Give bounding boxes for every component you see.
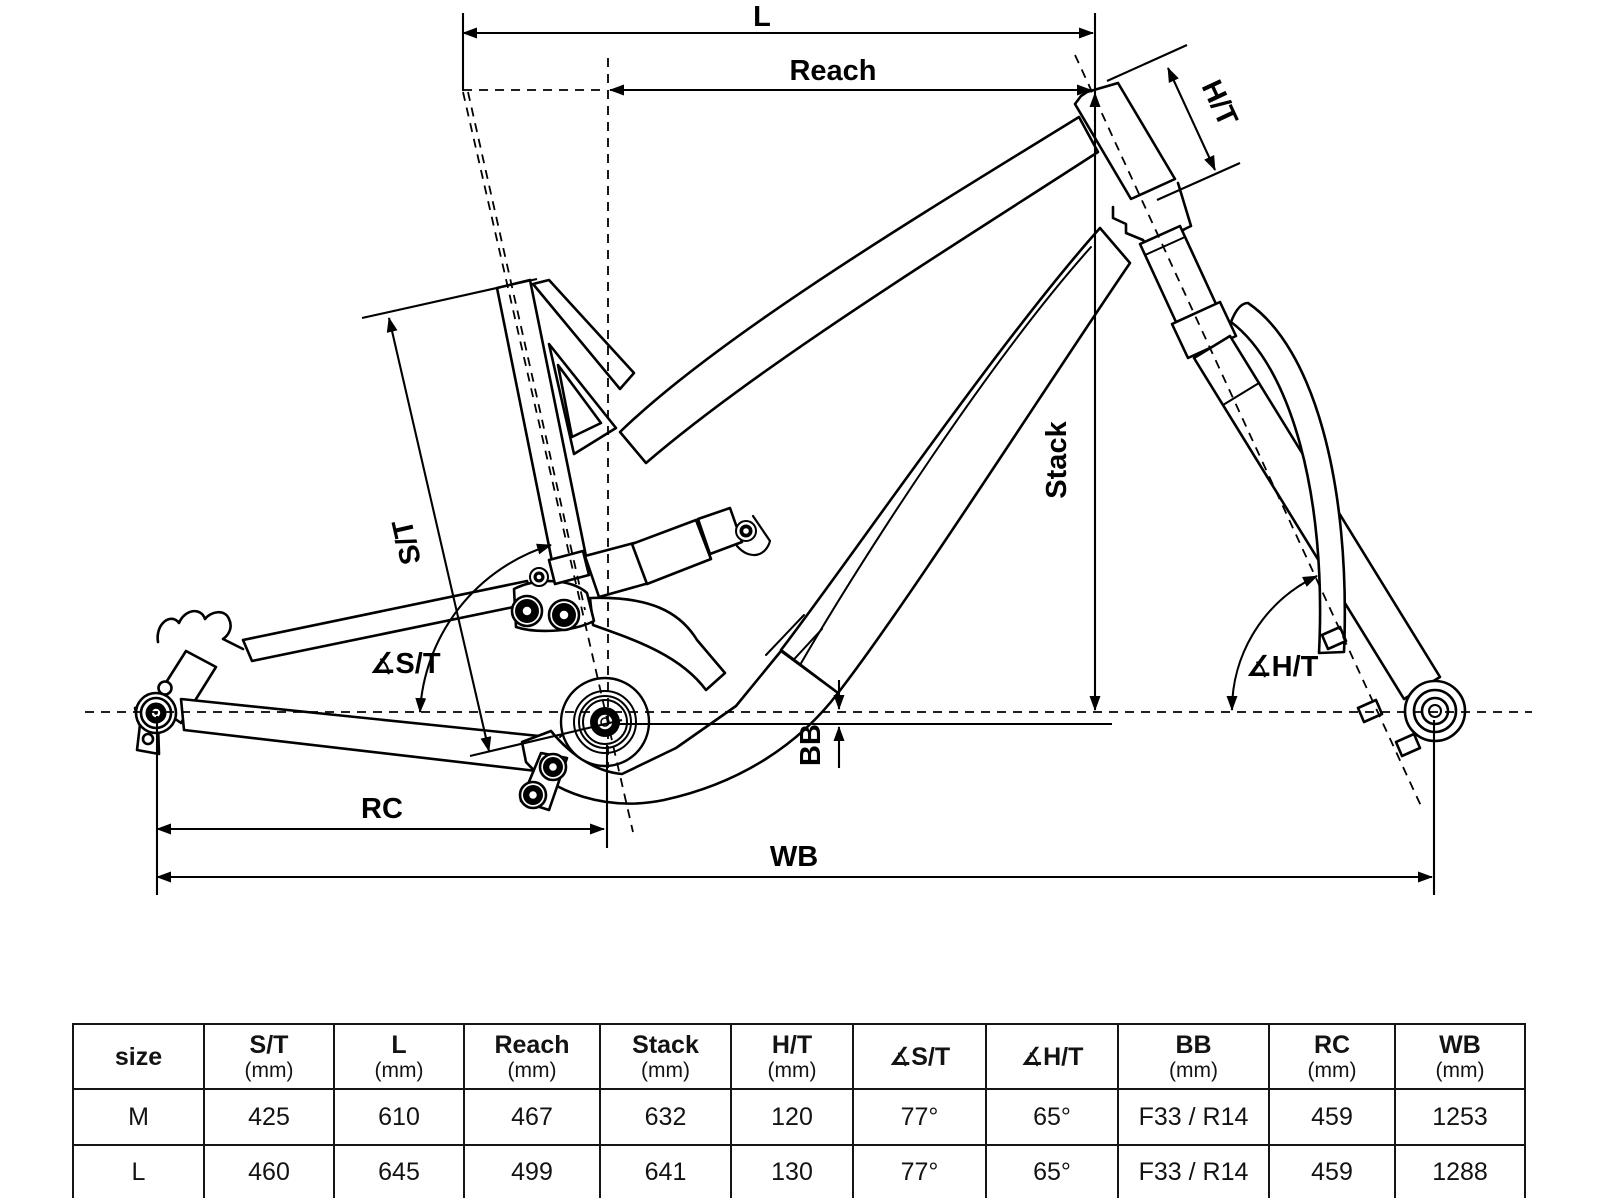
- rear-axle: [134, 691, 178, 735]
- cell-L-0: L: [72, 1144, 205, 1198]
- col-header-8: BB(mm): [1117, 1023, 1270, 1090]
- cell-M-3: 467: [463, 1088, 601, 1146]
- col-header-0: size: [72, 1023, 205, 1090]
- cell-M-10: 1253: [1394, 1088, 1526, 1146]
- label-seat-tube: S/T: [387, 516, 428, 567]
- col-header-6: ∡S/T: [852, 1023, 987, 1090]
- dimension-labels: L Reach H/T Stack S/T ∡S/T ∡H/T BB RC WB: [361, 1, 1319, 873]
- cell-L-9: 459: [1268, 1144, 1396, 1198]
- dim-seat-angle-arc: [415, 543, 552, 713]
- cell-L-3: 499: [463, 1144, 601, 1198]
- rocker-link: [510, 549, 596, 633]
- col-header-7: ∡H/T: [985, 1023, 1119, 1090]
- label-stack: Stack: [1041, 420, 1073, 498]
- dimension-lines: [155, 13, 1436, 895]
- col-header-2: L(mm): [333, 1023, 465, 1090]
- cell-M-4: 632: [599, 1088, 732, 1146]
- cell-M-8: F33 / R14: [1117, 1088, 1270, 1146]
- col-header-4: Stack(mm): [599, 1023, 732, 1090]
- cell-L-10: 1288: [1394, 1144, 1526, 1198]
- cell-L-6: 77°: [852, 1144, 987, 1198]
- construction-axes: [85, 54, 1532, 833]
- cell-L-7: 65°: [985, 1144, 1119, 1198]
- cell-M-9: 459: [1268, 1088, 1396, 1146]
- col-header-3: Reach(mm): [463, 1023, 601, 1090]
- label-reach: Reach: [789, 55, 876, 87]
- label-head-tube: H/T: [1195, 75, 1244, 131]
- fork: [1111, 181, 1442, 758]
- cell-L-1: 460: [203, 1144, 335, 1198]
- col-header-5: H/T(mm): [730, 1023, 854, 1090]
- col-header-9: RC(mm): [1268, 1023, 1396, 1090]
- cell-M-0: M: [72, 1088, 205, 1146]
- cell-M-7: 65°: [985, 1088, 1119, 1146]
- label-rear-center: RC: [361, 793, 403, 825]
- cell-M-6: 77°: [852, 1088, 987, 1146]
- label-L: L: [753, 1, 771, 33]
- seat-tube-axis: [462, 91, 634, 833]
- dim-head-tube: [1167, 67, 1216, 171]
- cell-M-1: 425: [203, 1088, 335, 1146]
- col-header-1: S/T(mm): [203, 1023, 335, 1090]
- col-header-10: WB(mm): [1394, 1023, 1526, 1090]
- label-head-tube-angle: ∡H/T: [1246, 651, 1319, 683]
- seat-post-axis: [467, 91, 586, 611]
- seat-tube: [495, 278, 636, 583]
- rear-shock: [583, 506, 772, 599]
- cell-L-5: 130: [730, 1144, 854, 1198]
- chainring: [559, 676, 651, 768]
- cell-M-2: 610: [333, 1088, 465, 1146]
- label-seat-tube-angle: ∡S/T: [369, 648, 440, 680]
- label-bottom-bracket: BB: [795, 724, 827, 766]
- cell-M-5: 120: [730, 1088, 854, 1146]
- dim-head-angle-arc: [1226, 575, 1318, 711]
- cell-L-8: F33 / R14: [1117, 1144, 1270, 1198]
- cell-L-4: 641: [599, 1144, 732, 1198]
- bike-frame-drawing: [133, 81, 1467, 812]
- fender: [1229, 301, 1347, 655]
- cell-L-2: 645: [333, 1144, 465, 1198]
- geometry-diagram: L Reach H/T Stack S/T ∡S/T ∡H/T BB RC WB: [85, 1, 1532, 895]
- chainstay: [179, 697, 551, 774]
- motor-area: [520, 596, 840, 805]
- label-wheelbase: WB: [770, 841, 818, 873]
- lower-link: [518, 751, 569, 812]
- steering-axis: [1074, 54, 1422, 807]
